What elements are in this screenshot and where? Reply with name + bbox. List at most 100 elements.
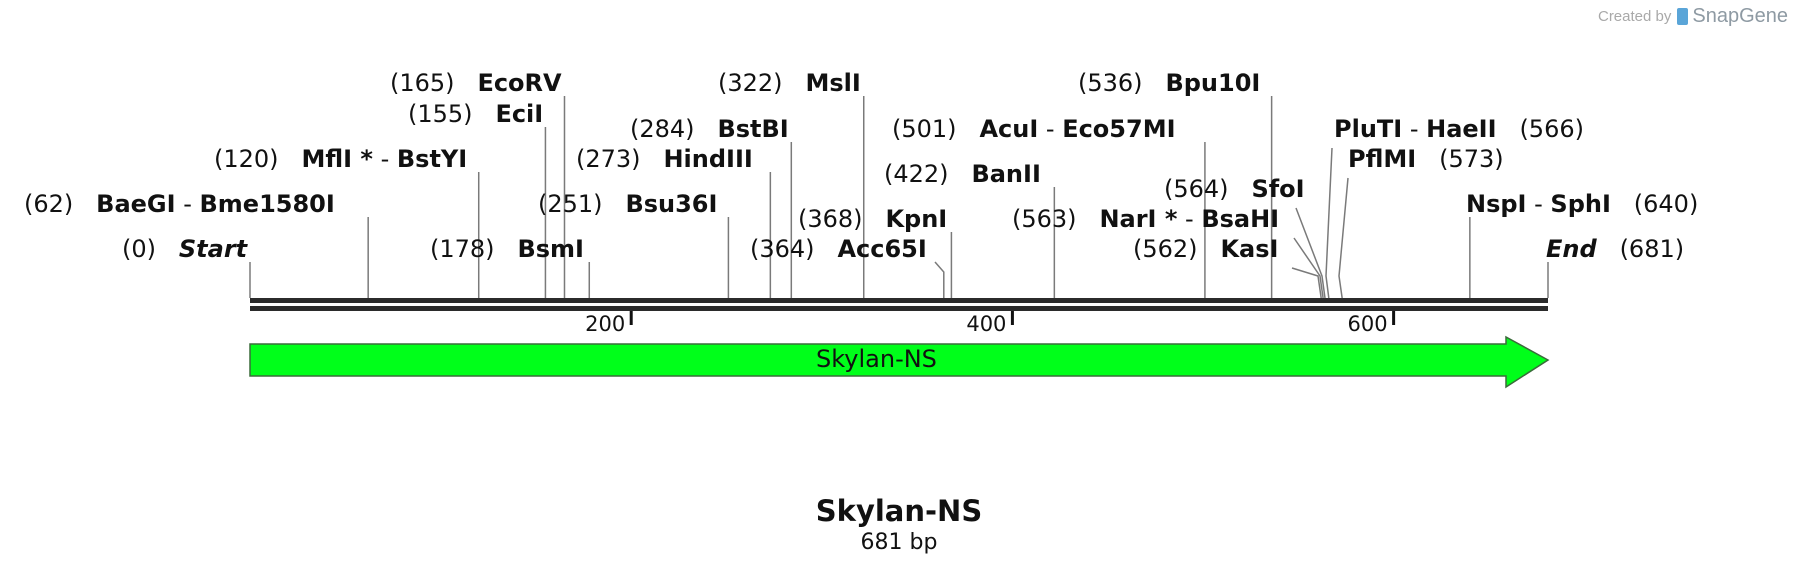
site-bsu36i-label: (251) Bsu36I	[538, 190, 717, 218]
enzyme-name: End	[1546, 235, 1597, 263]
enzyme-name: KpnI	[885, 205, 948, 233]
enzyme-name: BanII	[971, 160, 1041, 188]
site-bstbi-label: (284) BstBI	[630, 115, 789, 143]
ruler-tick-label: 400	[966, 312, 1007, 336]
separator: -	[372, 145, 397, 173]
enzyme-name: BaeGI	[96, 190, 176, 218]
enzyme-name: NarI	[1099, 205, 1157, 233]
credit-prefix: Created by	[1597, 8, 1672, 25]
site-position: (284)	[630, 115, 695, 143]
enzyme-name: BstBI	[717, 115, 789, 143]
backbone-bottom-strand	[250, 306, 1548, 311]
site-position: (536)	[1078, 69, 1143, 97]
enzyme-name: BsaHI	[1201, 205, 1280, 233]
enzyme-name: Start	[178, 235, 248, 263]
feature-label: Skylan-NS	[816, 345, 937, 373]
snapgene-credit: Created by SnapGene	[1598, 5, 1788, 28]
site-position: (62)	[24, 190, 74, 218]
ruler-tick-600	[1392, 311, 1396, 325]
site-bpu10i-label: (536) Bpu10I	[1078, 69, 1260, 97]
site-sfoi-label: (564) SfoI	[1164, 175, 1305, 203]
site-nari-label: (563) NarI * - BsaHI	[1012, 205, 1279, 233]
site-position: (562)	[1133, 235, 1198, 263]
site-pluti-leader	[1325, 147, 1333, 299]
site-position: (422)	[884, 160, 949, 188]
ruler-tick-400	[1010, 311, 1014, 325]
enzyme-name: EciI	[495, 100, 544, 128]
site-position: (563)	[1012, 205, 1077, 233]
backbone-top-strand	[250, 298, 1548, 303]
site-msli-label: (322) MslI	[718, 69, 861, 97]
enzyme-name: KasI	[1220, 235, 1279, 263]
site-position: (566)	[1519, 115, 1584, 143]
site-ecorv-label: (165) EcoRV	[390, 69, 562, 97]
site-position: (251)	[538, 190, 603, 218]
site-sfoi-leader	[1295, 207, 1326, 299]
ruler-tick-label: 200	[585, 312, 626, 336]
site-position: (573)	[1439, 145, 1504, 173]
site-banii-label: (422) BanII	[884, 160, 1041, 188]
site-hindiii-label: (273) HindIII	[576, 145, 753, 173]
enzyme-name: SphI	[1550, 190, 1611, 218]
site-position: (178)	[430, 235, 495, 263]
site-nari-leader	[1293, 237, 1324, 299]
site-position: (364)	[750, 235, 815, 263]
site-position: (165)	[390, 69, 455, 97]
enzyme-name: BstYI	[396, 145, 468, 173]
enzyme-name: Bme1580I	[199, 190, 335, 218]
star-marker: *	[352, 145, 373, 173]
enzyme-name: HaeII	[1426, 115, 1497, 143]
site-mfli-label: (120) MflI * - BstYI	[214, 145, 467, 173]
site-acui-label: (501) AcuI - Eco57MI	[892, 115, 1176, 143]
enzyme-name: EcoRV	[477, 69, 562, 97]
separator: -	[1526, 190, 1551, 218]
enzyme-name: Eco57MI	[1062, 115, 1176, 143]
site-position: (501)	[892, 115, 957, 143]
site-position: (155)	[408, 100, 473, 128]
site-end-label: End (681)	[1546, 235, 1684, 263]
site-pflmi-leader	[1338, 177, 1349, 299]
enzyme-name: Bpu10I	[1165, 69, 1261, 97]
site-position: (640)	[1633, 190, 1699, 218]
separator: -	[1038, 115, 1063, 143]
enzyme-name: HindIII	[663, 145, 753, 173]
enzyme-name: PluTI	[1334, 115, 1403, 143]
site-position: (0)	[122, 235, 156, 263]
enzyme-name: SfoI	[1251, 175, 1305, 203]
separator: -	[175, 190, 200, 218]
site-nspi-label: NspI - SphI (640)	[1466, 190, 1698, 218]
site-acc65i-label: (364) Acc65I	[750, 235, 927, 263]
site-baegi-label: (62) BaeGI - Bme1580I	[24, 190, 335, 218]
site-bsmi-label: (178) BsmI	[430, 235, 584, 263]
ruler-tick-label: 600	[1347, 312, 1388, 336]
site-position: (120)	[214, 145, 279, 173]
site-position: (564)	[1164, 175, 1229, 203]
separator: -	[1177, 205, 1202, 233]
enzyme-name: Acc65I	[837, 235, 927, 263]
site-acc65i-leader	[934, 261, 945, 298]
enzyme-name: PflMI	[1348, 145, 1417, 173]
credit-brand: SnapGene	[1692, 5, 1788, 27]
enzyme-name: MflI	[301, 145, 353, 173]
star-marker: *	[1156, 205, 1178, 233]
enzyme-name: BsmI	[517, 235, 584, 263]
snapgene-logo-icon	[1677, 8, 1689, 25]
sequence-title: Skylan-NS	[815, 494, 983, 528]
enzyme-name: MslI	[805, 69, 861, 97]
separator: -	[1402, 115, 1427, 143]
site-position: (322)	[718, 69, 783, 97]
site-kasi-leader	[1291, 267, 1322, 299]
site-position: (273)	[576, 145, 641, 173]
enzyme-name: NspI	[1466, 190, 1527, 218]
enzyme-name: AcuI	[979, 115, 1039, 143]
site-pflmi-label: PflMI (573)	[1348, 145, 1504, 173]
site-eci-label: (155) EciI	[408, 100, 543, 128]
ruler-tick-200	[629, 311, 633, 325]
sequence-length: 681 bp	[860, 530, 938, 555]
site-kasi-label: (562) KasI	[1133, 235, 1278, 263]
enzyme-name: Bsu36I	[625, 190, 718, 218]
feature-arrow	[249, 335, 1550, 389]
site-pluti-label: PluTI - HaeII (566)	[1334, 115, 1584, 143]
site-position: (368)	[798, 205, 863, 233]
